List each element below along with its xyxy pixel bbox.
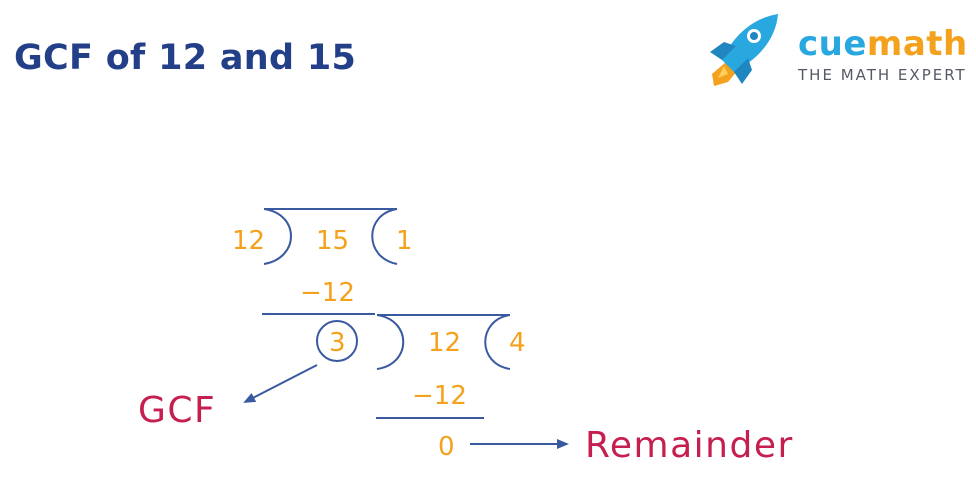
rocket-icon bbox=[710, 14, 778, 86]
brand-name-part2: math bbox=[866, 24, 968, 64]
page-title: GCF of 12 and 15 bbox=[14, 38, 357, 78]
step1-quotient: 1 bbox=[396, 226, 413, 256]
gcf-label: GCF bbox=[138, 390, 217, 431]
step2-dividend: 12 bbox=[428, 328, 462, 358]
step1-right-bracket bbox=[371, 208, 398, 265]
step2-remainder: 0 bbox=[438, 432, 455, 462]
gcf-circle bbox=[316, 320, 358, 362]
brand-name-part1: cue bbox=[798, 24, 867, 64]
brand-tagline: THE MATH EXPERT bbox=[798, 66, 967, 84]
gcf-arrow bbox=[243, 364, 318, 403]
step1-divisor: 12 bbox=[232, 226, 266, 256]
step2-left-bracket bbox=[376, 314, 405, 370]
step1-left-bracket bbox=[263, 208, 292, 265]
step2-subtract: −12 bbox=[412, 381, 467, 411]
step2-right-bracket bbox=[484, 314, 511, 370]
step1-remainder: 3 bbox=[329, 328, 346, 358]
step1-subtract: −12 bbox=[300, 278, 355, 308]
step1-dividend: 15 bbox=[316, 226, 350, 256]
brand-name: cuemath bbox=[798, 24, 968, 64]
remainder-label: Remainder bbox=[585, 425, 794, 466]
step2-quotient: 4 bbox=[509, 328, 526, 358]
